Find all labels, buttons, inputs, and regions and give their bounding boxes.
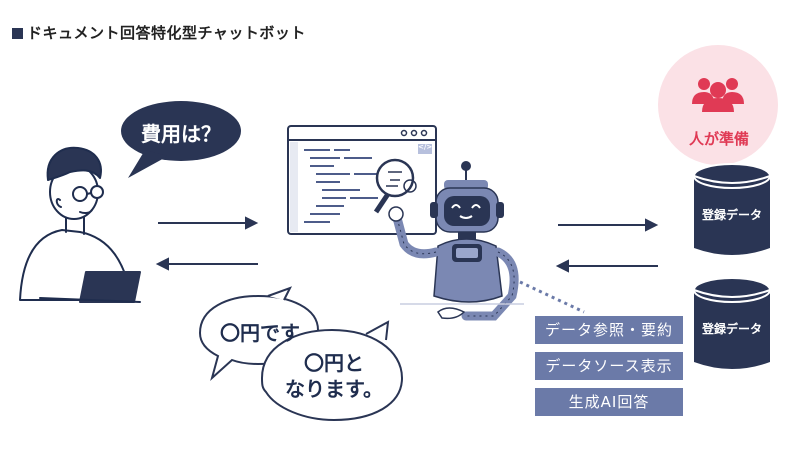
page-title: ドキュメント回答特化型チャットボット — [12, 22, 306, 43]
code-tag: </> — [418, 143, 433, 151]
database-icon — [693, 163, 771, 255]
answer-text-1: 〇円です — [220, 321, 300, 345]
question-bubble — [121, 101, 241, 178]
answer-text-2: 〇円と なります。 — [272, 350, 396, 402]
feature-data-source: データソース表示 — [535, 352, 683, 380]
people-label: 人が準備 — [688, 130, 749, 148]
question-text: 費用は？ — [141, 122, 221, 146]
robot-icon — [388, 161, 524, 321]
feature-data-reference: データ参照・要約 — [535, 316, 683, 344]
arrow-icon — [155, 216, 259, 271]
database-icon — [693, 277, 771, 369]
answer-text-2-line1: 〇円と — [304, 351, 364, 375]
people-icon — [692, 78, 744, 112]
answer-text-2-line2: なります。 — [285, 377, 383, 401]
title-square-icon — [12, 28, 23, 39]
feature-connector — [519, 280, 585, 314]
answer-bubble-2 — [260, 320, 404, 422]
person-laptop-icon — [19, 146, 141, 303]
feature-generative-ai: 生成AI回答 — [535, 388, 683, 416]
arrow-icon — [555, 218, 659, 273]
browser-code-icon — [287, 125, 437, 235]
db-label-1: 登録データ — [701, 208, 762, 222]
db-label-2: 登録データ — [701, 322, 762, 336]
